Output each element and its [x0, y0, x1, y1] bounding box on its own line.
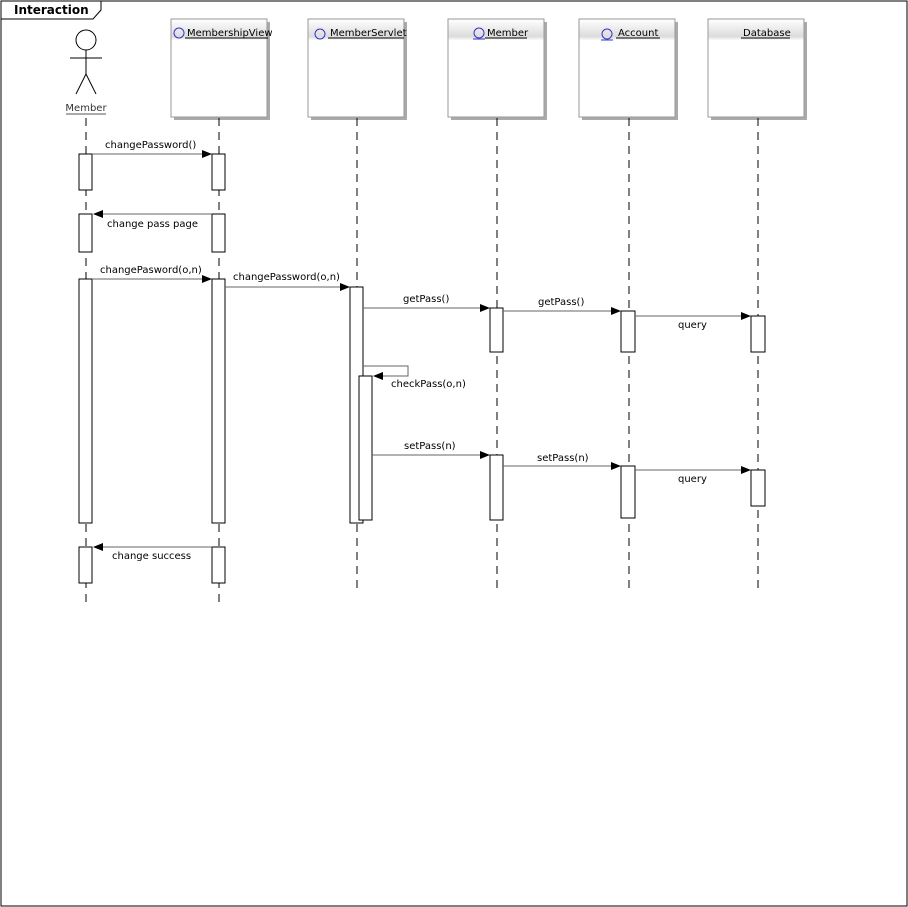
messages [92, 150, 751, 551]
entity-icon [473, 27, 485, 39]
message-label: query [678, 474, 707, 485]
actor-head-icon [75, 29, 97, 51]
activation-bar [211, 546, 226, 584]
message-label: changePassword() [105, 140, 196, 151]
message-label: getPass() [538, 297, 584, 308]
activation-bar [78, 213, 93, 253]
object-label: MemberServlet [330, 28, 407, 39]
object-account[interactable]: Account [578, 18, 678, 120]
activation-bar [78, 546, 93, 584]
message-label: changePasword(o,n) [100, 265, 202, 276]
self-message-arrow [363, 365, 409, 380]
frame-title-tab [0, 0, 102, 20]
message-label: query [678, 320, 707, 331]
object-label: Account [618, 28, 658, 39]
actor-member[interactable]: Member [65, 29, 107, 115]
message-labels: changePassword() change pass page change… [100, 140, 707, 562]
object-label: Member [487, 28, 529, 39]
lifelines [85, 118, 759, 606]
activation-bar [211, 153, 226, 191]
object-membershipview[interactable]: MembershipView [170, 18, 273, 120]
message-label: setPass(n) [404, 441, 456, 452]
control-icon [314, 28, 326, 40]
activation-bar [620, 465, 636, 519]
activation-bar [78, 153, 93, 191]
activation-bar [750, 315, 766, 353]
object-label: Database [743, 28, 791, 39]
activation-bar [78, 278, 93, 524]
object-label: MembershipView [187, 28, 273, 39]
activation-bar [211, 278, 226, 524]
object-database[interactable]: Database [707, 18, 807, 120]
actor-label: Member [65, 103, 107, 114]
activation-bar [211, 213, 226, 253]
message-label: change success [112, 551, 191, 562]
entity-icon [601, 28, 613, 40]
activation-bar [750, 469, 766, 507]
activation-bar [489, 454, 504, 521]
activation-bar [358, 375, 373, 521]
message-label: checkPass(o,n) [391, 379, 466, 390]
activations [78, 153, 766, 584]
frame-title: Interaction [14, 3, 89, 17]
object-memberservlet[interactable]: MemberServlet [307, 18, 407, 120]
activation-bar [489, 307, 504, 353]
message-label: changePassword(o,n) [233, 272, 340, 283]
message-label: setPass(n) [537, 453, 589, 464]
message-label: getPass() [403, 294, 449, 305]
activation-bar [620, 310, 636, 353]
message-label: change pass page [107, 219, 198, 230]
object-member[interactable]: Member [447, 18, 547, 120]
boundary-icon [173, 27, 185, 39]
